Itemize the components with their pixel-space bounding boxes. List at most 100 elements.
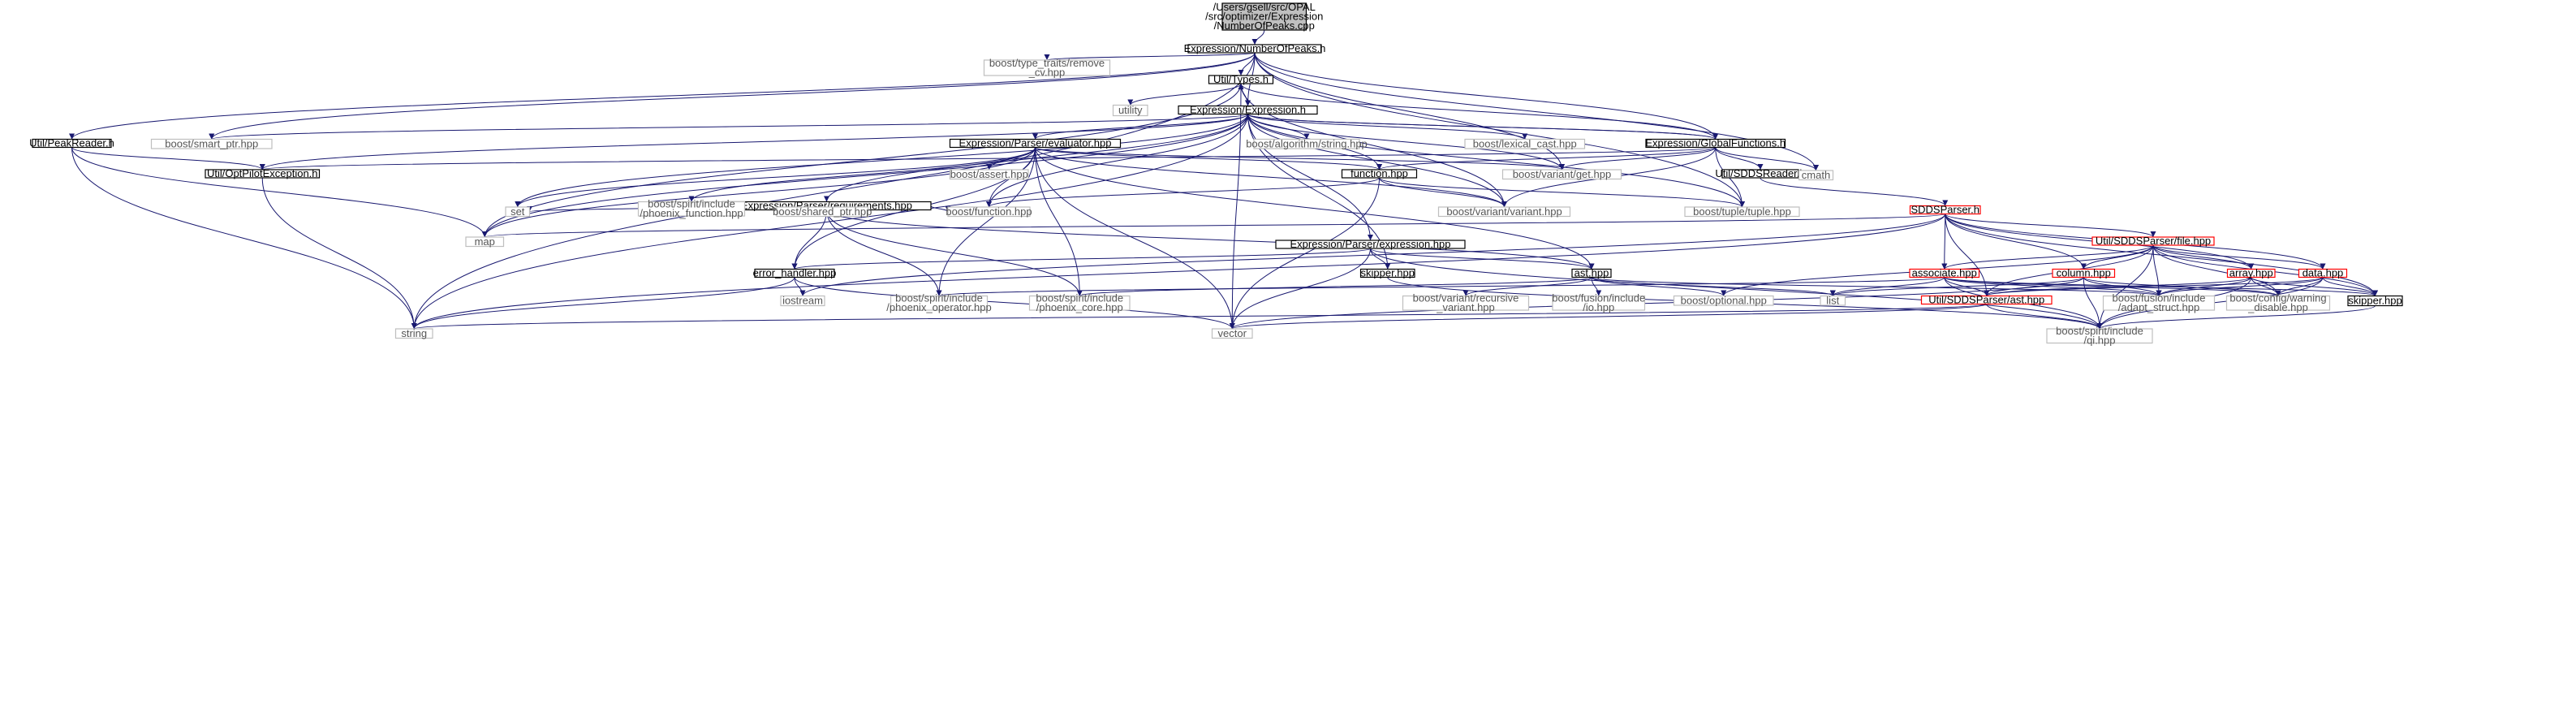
node-vector[interactable]: vector xyxy=(1211,327,1253,339)
edge-evaluator-to-ast xyxy=(1035,147,1595,270)
node-phoenixcore[interactable]: boost/spirit/include/phoenix_core.hpp xyxy=(1028,292,1131,314)
edge-globalfun-to-variantget xyxy=(1559,147,1717,171)
node-label: Util/SDDSReader.h xyxy=(1715,167,1805,179)
node-skipperB[interactable]: skipper.hpp xyxy=(2347,295,2403,307)
edge-types-to-vector xyxy=(1229,83,1242,330)
node-box xyxy=(1673,295,1774,306)
node-variantget[interactable]: boost/variant/get.hpp xyxy=(1501,168,1622,180)
node-sharedptr[interactable]: boost/shared_ptr.hpp xyxy=(773,205,872,218)
node-lexcast[interactable]: boost/lexical_cast.hpp xyxy=(1464,137,1586,149)
node-label: Util/Types.h xyxy=(1213,73,1269,85)
node-set[interactable]: set xyxy=(505,205,531,218)
node-list[interactable]: list xyxy=(1820,294,1846,306)
node-phoenixfn[interactable]: boost/spirit/include/phoenix_function.hp… xyxy=(637,198,746,220)
edge-exprhpp-to-vector xyxy=(1229,248,1371,330)
node-array[interactable]: array.hpp xyxy=(2226,267,2276,279)
node-cmath[interactable]: cmath xyxy=(1798,169,1834,181)
node-map[interactable]: map xyxy=(465,235,505,248)
node-box xyxy=(1684,206,1800,218)
edge-skipperB-to-qi xyxy=(2096,305,2376,330)
node-label: utility xyxy=(1118,104,1143,116)
edge-nop-to-globalfun xyxy=(1254,52,1719,140)
node-box xyxy=(1211,328,1253,339)
node-column[interactable]: column.hpp xyxy=(2052,267,2116,279)
node-label: boost/optional.hpp xyxy=(1681,294,1767,306)
edge-filehpp-to-array xyxy=(2152,244,2255,270)
node-sddsparser[interactable]: SDDSParser.h xyxy=(1909,204,1981,216)
node-label: boost/spirit/include xyxy=(895,292,983,304)
edge-array-to-adaptstruct xyxy=(2156,277,2252,296)
node-associate[interactable]: associate.hpp xyxy=(1909,267,1980,279)
node-label: associate.hpp xyxy=(1912,267,1977,279)
node-ast[interactable]: ast.hpp xyxy=(1571,267,1612,279)
node-filehpp[interactable]: Util/SDDSParser/file.hpp xyxy=(2091,235,2215,247)
edge-nop-to-tuple xyxy=(1254,52,1745,208)
node-skipperA[interactable]: skipper.hpp xyxy=(1359,267,1415,279)
node-iostream[interactable]: iostream xyxy=(780,295,825,307)
node-smartptr[interactable]: boost/smart_ptr.hpp xyxy=(150,137,273,149)
node-label: Expression/Parser/expression.hpp xyxy=(1290,238,1451,250)
node-exprhpp[interactable]: Expression/Parser/expression.hpp xyxy=(1275,238,1466,250)
node-typetraits[interactable]: boost/type_traits/remove_cv.hpp xyxy=(983,57,1111,79)
node-box xyxy=(1112,104,1148,117)
edge-requirements-to-ast xyxy=(826,209,1595,270)
node-label: set xyxy=(510,205,525,218)
node-box xyxy=(2046,328,2153,344)
node-types[interactable]: Util/Types.h xyxy=(1208,73,1274,85)
node-label: boost/shared_ptr.hpp xyxy=(773,205,872,218)
edge-expr-to-map xyxy=(481,114,1248,238)
node-box xyxy=(1221,2,1307,31)
node-boostfunction[interactable]: boost/function.hpp xyxy=(946,205,1032,218)
edge-ast-to-recvariant xyxy=(1462,277,1592,296)
edge-associate-to-adaptstruct xyxy=(1944,277,2162,296)
node-label: boost/type_traits/remove xyxy=(989,57,1105,69)
edge-expr-to-set xyxy=(515,114,1248,208)
node-tuple[interactable]: boost/tuple/tuple.hpp xyxy=(1684,205,1800,218)
edge-filehpp-to-column xyxy=(2080,244,2154,270)
node-utility[interactable]: utility xyxy=(1112,104,1148,117)
edge-types-to-utility xyxy=(1127,83,1242,106)
node-box xyxy=(637,201,746,217)
node-variant[interactable]: boost/variant/variant.hpp xyxy=(1437,205,1571,218)
node-optional[interactable]: boost/optional.hpp xyxy=(1673,294,1774,306)
node-sddsreader[interactable]: Util/SDDSReader.h xyxy=(1715,167,1805,179)
edge-globalfun-to-sddsreader xyxy=(1715,147,1764,171)
node-globalfun[interactable]: Expression/GlobalFunctions.h xyxy=(1645,137,1786,149)
node-box xyxy=(1341,169,1418,179)
node-recvariant[interactable]: boost/variant/recursive_variant.hpp xyxy=(1402,292,1530,314)
node-label: boost/variant/recursive xyxy=(1413,292,1519,304)
node-data[interactable]: data.hpp xyxy=(2298,267,2348,279)
node-box xyxy=(1501,169,1622,180)
node-assert[interactable]: boost/assert.hpp xyxy=(949,168,1029,180)
node-box xyxy=(2226,268,2276,278)
edge-nop-to-cmath xyxy=(1254,52,1819,171)
node-root[interactable]: /Users/gsell/src/OPAL/src/optimizer/Expr… xyxy=(1205,1,1323,32)
edge-filehpp-to-adaptstruct xyxy=(2152,244,2162,296)
node-phoenixop[interactable]: boost/spirit/include/phoenix_operator.hp… xyxy=(886,292,991,314)
edge-ast-to-list xyxy=(1591,277,1836,296)
node-evaluator[interactable]: Expression/Parser/evaluator.hpp xyxy=(949,137,1122,149)
edge-evaluator-to-variantget xyxy=(1035,147,1565,171)
node-peakreader[interactable]: Util/PeakReader.h xyxy=(29,137,114,149)
node-sddsast[interactable]: Util/SDDSParser/ast.hpp xyxy=(1920,294,2053,306)
node-box xyxy=(1798,170,1834,181)
node-function[interactable]: function.hpp xyxy=(1341,167,1418,179)
node-optpilotex[interactable]: Util/OptPilotException.h xyxy=(205,167,321,179)
node-box xyxy=(949,169,1029,180)
node-string[interactable]: string xyxy=(394,327,433,339)
node-adaptstruct[interactable]: boost/fusion/include/adapt_struct.hpp xyxy=(2102,292,2216,314)
node-expr[interactable]: Expression/Expression.h xyxy=(1178,104,1318,116)
node-algostring[interactable]: boost/algorithm/string.hpp xyxy=(1246,137,1368,149)
node-errorhandler[interactable]: error_handler.hpp xyxy=(753,267,837,279)
node-label: boost/function.hpp xyxy=(946,205,1032,218)
node-fusionio[interactable]: boost/fusion/include/io.hpp xyxy=(1552,292,1645,314)
node-label: function.hpp xyxy=(1350,167,1408,179)
edge-requirements-to-errorhandler xyxy=(791,209,827,270)
node-label: _disable.hpp xyxy=(2247,301,2308,313)
node-qi[interactable]: boost/spirit/include/qi.hpp xyxy=(2046,325,2153,347)
node-warning[interactable]: boost/config/warning_disable.hpp xyxy=(2225,292,2331,314)
edge-nop-to-string xyxy=(411,52,1256,330)
node-nop[interactable]: Expression/NumberOfPeaks.h xyxy=(1184,42,1326,54)
node-label: /io.hpp xyxy=(1583,301,1614,313)
